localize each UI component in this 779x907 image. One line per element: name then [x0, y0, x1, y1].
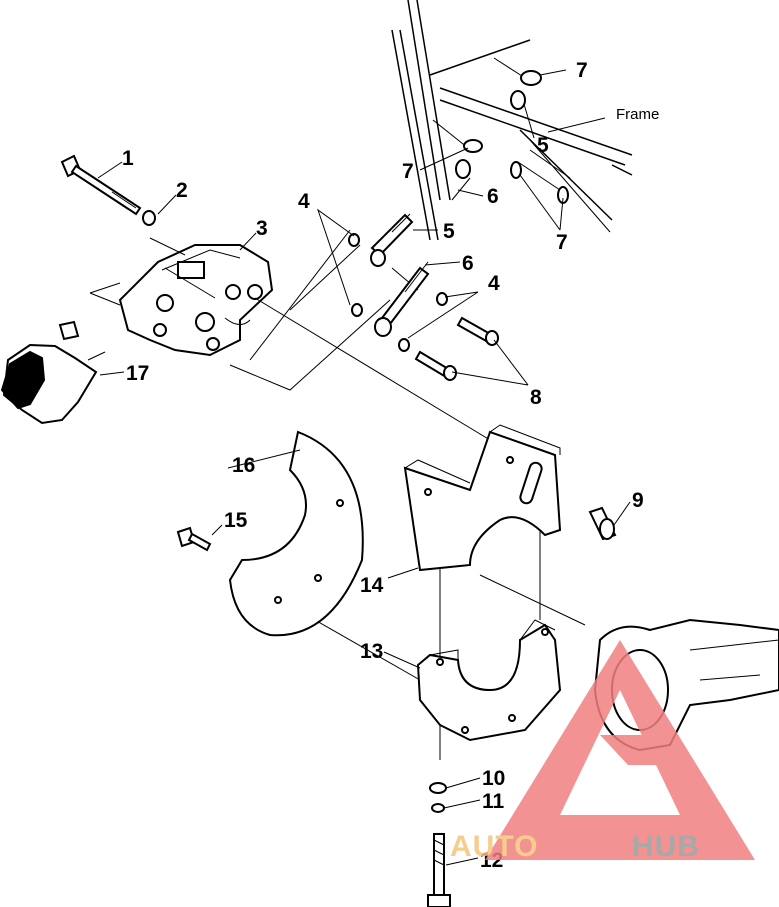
callout-6-upper: 6 — [487, 185, 499, 208]
callout-5-upper: 5 — [537, 134, 549, 157]
brake-rotor-part-16 — [228, 430, 364, 637]
leader-lines — [97, 69, 631, 866]
washer-part-2 — [142, 210, 156, 226]
automotohub-watermark: AUTOMOTOHUB — [450, 640, 755, 863]
watermark-arrow-mark — [600, 735, 660, 765]
callout-4-right: 4 — [488, 272, 500, 295]
caliper-part-3 — [118, 244, 274, 357]
frame-label: Frame — [616, 106, 659, 123]
watermark-text-moto: MOTO — [538, 830, 631, 863]
callout-3: 3 — [256, 217, 268, 240]
callout-15: 15 — [224, 509, 248, 532]
bolt-part-15 — [176, 526, 212, 552]
frame-mount-hardware — [432, 57, 571, 204]
callout-11: 11 — [482, 790, 505, 813]
svg-text:AUTOMOTOHUB: AUTOMOTOHUB — [450, 830, 700, 863]
bolt-part-1 — [60, 154, 142, 216]
bracket-part-14 — [403, 424, 562, 572]
watermark-triangle-logo — [485, 640, 755, 860]
fasteners-10-11-12 — [427, 782, 451, 907]
link-rods — [348, 213, 448, 352]
callout-17: 17 — [126, 362, 149, 385]
callout-16: 16 — [232, 454, 255, 477]
callout-2: 2 — [176, 179, 188, 202]
bolts-part-8 — [414, 316, 499, 381]
callout-6-lower: 6 — [462, 252, 474, 275]
watermark-text-hub: HUB — [632, 830, 700, 863]
callout-8: 8 — [530, 386, 542, 409]
bracket-part-13 — [416, 619, 562, 742]
callout-labels: 1 2 3 4 4 5 5 6 6 7 7 7 8 9 10 11 12 13 … — [122, 59, 659, 872]
callout-9: 9 — [632, 489, 644, 512]
callout-14: 14 — [360, 574, 384, 597]
brake-pad-part-17 — [0, 320, 106, 425]
callout-4-left: 4 — [298, 190, 310, 213]
callout-13: 13 — [360, 640, 383, 663]
watermark-text-auto: AUTO — [450, 830, 538, 863]
bushing-part-9 — [588, 506, 617, 541]
callout-7-top: 7 — [576, 59, 588, 82]
callout-10: 10 — [482, 767, 505, 790]
callout-5-lower: 5 — [443, 220, 455, 243]
callout-7-right: 7 — [556, 231, 568, 254]
callout-1: 1 — [122, 147, 134, 170]
callout-7-middle: 7 — [402, 160, 414, 183]
